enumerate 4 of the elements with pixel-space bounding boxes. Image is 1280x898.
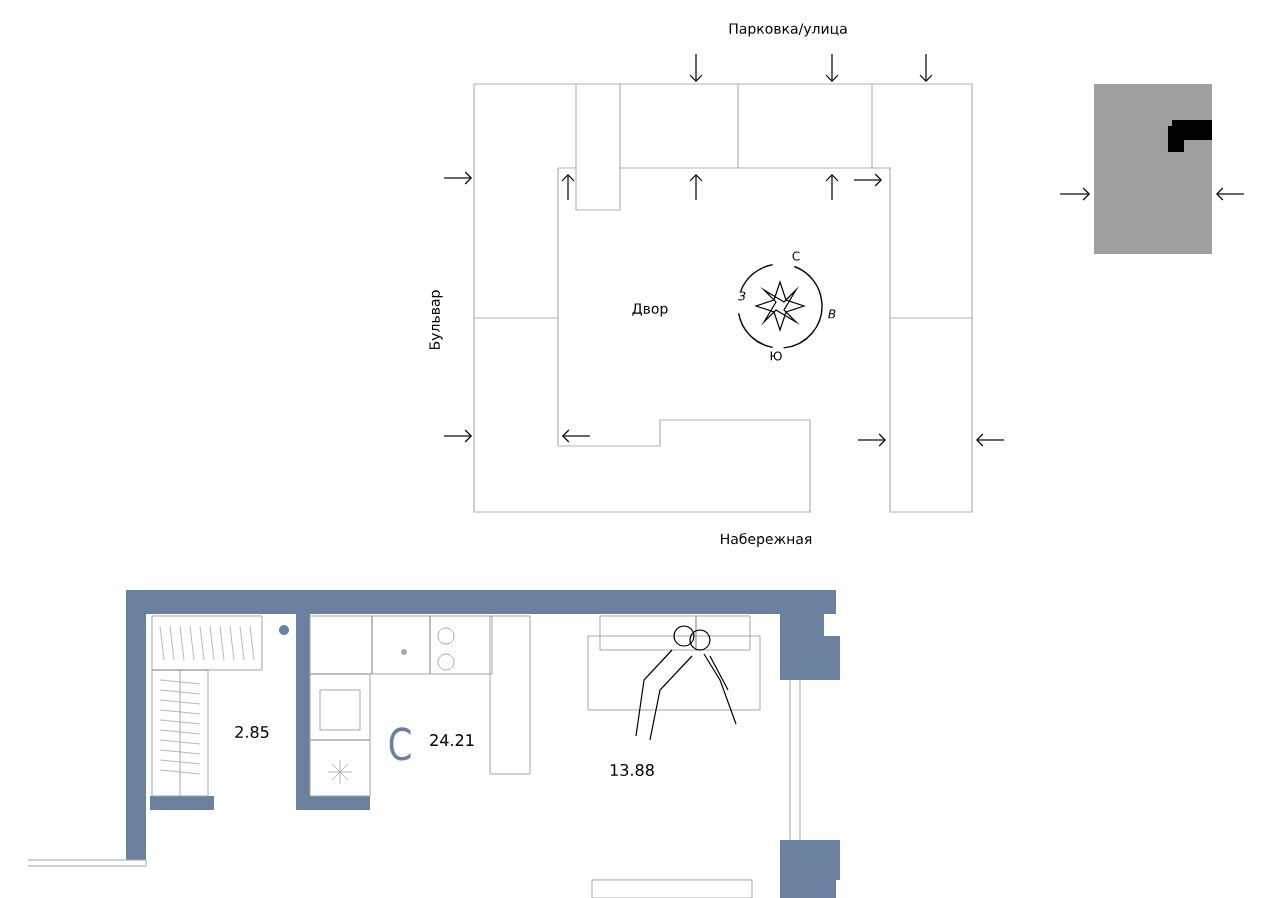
label: 24.21	[430, 734, 474, 746]
label: С	[389, 727, 411, 761]
label: 13.88	[610, 763, 654, 777]
label: 2.85	[235, 725, 269, 739]
